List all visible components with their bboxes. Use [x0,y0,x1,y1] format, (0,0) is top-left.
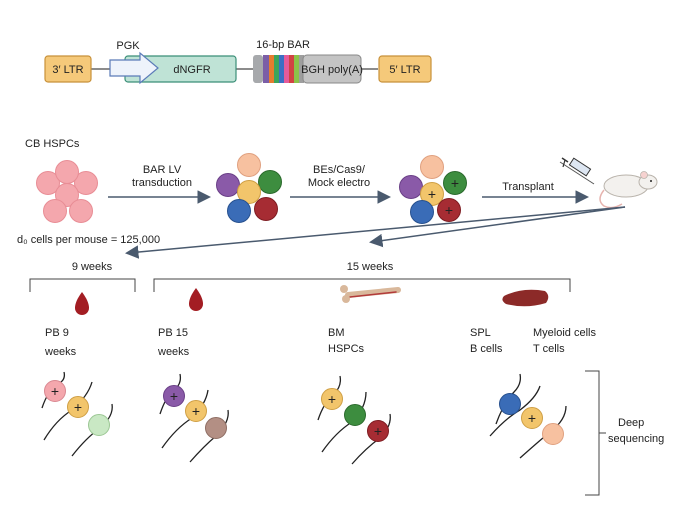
pgk-label: PGK [116,40,140,52]
pb9-label-1: PB 9 [45,327,69,339]
svg-text:+: + [74,399,82,415]
edited-cell-cluster: + + + [399,155,467,224]
bgh-box [302,54,362,84]
ltr3-label: 3′ LTR [52,64,83,76]
spl-label-2: B cells [470,343,503,355]
deep-sequencing-label-2: sequencing [608,433,664,445]
svg-text:+: + [170,388,178,404]
bm-label-2: HSPCs [328,343,365,355]
spl-label-1: SPL [470,327,491,339]
cb-hspcs-label: CB HSPCs [25,138,80,150]
blood-drop-9w-icon [75,292,89,315]
bes-label-1: BEs/Cas9/ [313,164,366,176]
spl-cells: + [499,393,564,445]
week15-bracket [153,278,571,292]
transduced-cell-cluster [216,153,282,223]
myeloid-label-1: Myeloid cells [533,327,596,339]
bm-label-1: BM [328,327,345,339]
bar-barcode [253,55,304,83]
sequencing-bracket [585,370,600,496]
mouse-icon [599,171,658,209]
svg-text:+: + [374,423,382,439]
bm-cells: + + [321,388,389,442]
bgh-label: BGH poly(A) [301,64,363,76]
myeloid-label-2: T cells [533,343,565,355]
svg-text:+: + [192,403,200,419]
spleen-icon [502,289,549,307]
blood-drop-15w-icon [189,288,203,311]
ltr5-box [378,55,432,83]
bar-label: 16-bp BAR [256,39,310,51]
ltr5-label: 5′ LTR [389,64,420,76]
pb15-cells: + + [163,385,227,439]
cb-hspc-cluster [36,160,98,223]
week15-label: 15 weeks [347,261,394,273]
syringe-icon [559,157,595,185]
svg-text:+: + [328,391,336,407]
bes-label-2: Mock electro [308,177,370,189]
vector-construct: 3′ LTR dNGFR PGK 16-bp BAR BGH poly(A) 5… [44,39,432,85]
arrow-to-9w [125,206,626,259]
transplant-label: Transplant [502,181,554,193]
dngfr-label: dNGFR [173,64,210,76]
bar-lv-label-2: transduction [132,177,192,189]
pb9-cells: + + [44,380,110,436]
deep-sequencing-label-1: Deep [618,417,644,429]
pb15-label-1: PB 15 [158,327,188,339]
svg-text:+: + [528,410,536,426]
pb15-label-2: weeks [157,346,190,358]
pgk-promoter-arrow [109,51,159,85]
svg-text:+: + [428,186,436,202]
arrow-to-15w [369,206,626,248]
bone-icon [340,285,401,303]
week9-bracket [29,278,136,292]
svg-text:+: + [51,383,59,399]
bar-lv-label-1: BAR LV [143,164,182,176]
svg-text:+: + [445,202,453,218]
pb9-label-2: weeks [44,346,77,358]
ltr3-box [44,55,92,83]
d0-cells-label: d₀ cells per mouse = 125,000 [17,234,160,246]
week9-label: 9 weeks [72,261,113,273]
svg-text:+: + [451,175,459,191]
